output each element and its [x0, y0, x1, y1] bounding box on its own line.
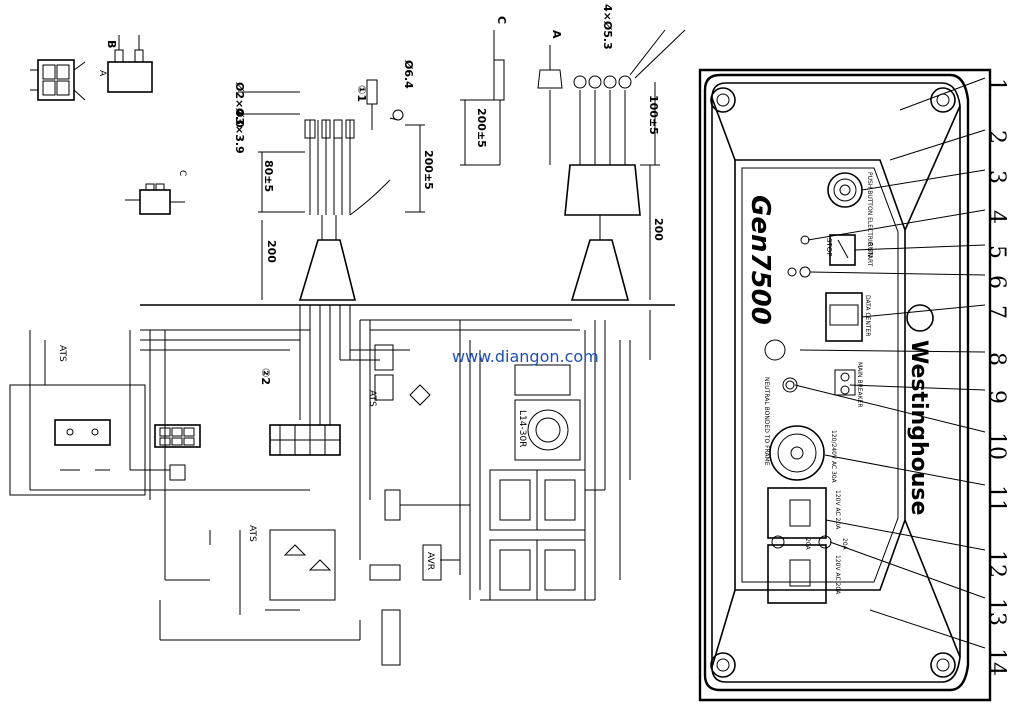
label-ats-2: ATS — [57, 345, 67, 362]
dim-200b: 200±5 — [422, 150, 435, 190]
callout-11: 11 — [984, 485, 1009, 513]
connector-b-detail — [30, 59, 86, 101]
callout-1: 1 — [984, 78, 1009, 92]
label-c-conn: C — [177, 170, 187, 176]
connector-a-detail — [107, 35, 153, 93]
panel-outlet-30a: 120/240V AC 30A — [830, 430, 837, 484]
callout-9: 9 — [984, 390, 1009, 404]
callout-leaders — [794, 77, 986, 649]
watermark: www.diangon.com — [452, 347, 599, 366]
panel-main-breaker: MAIN BREAKER — [856, 362, 863, 408]
label-l14: L14-30R — [517, 410, 527, 447]
dim-phi2: Ø2×4.0 — [233, 82, 246, 128]
panel-run: RUN — [866, 242, 874, 257]
panel-neutral: NEUTRAL BONDED TO FRAME — [763, 377, 770, 466]
label-ats-1: ATS — [367, 390, 377, 407]
label-circle-2: ②2 — [259, 368, 272, 385]
callout-14: 14 — [984, 648, 1009, 676]
label-circle-1: ①1 — [355, 85, 368, 102]
harness-2 — [460, 29, 686, 301]
label-avr: AVR — [425, 552, 435, 570]
label-ats-3: ATS — [247, 525, 257, 542]
connector-c-detail — [125, 183, 185, 215]
label-c-top: C — [495, 16, 508, 24]
panel-data-center: DATA CENTER — [864, 295, 871, 336]
panel-model: Gen7500 — [745, 195, 775, 325]
callout-5: 5 — [984, 245, 1009, 259]
dim-200d: 200 — [652, 218, 665, 241]
panel-push-start: PUSH BUTTON ELECTRIC START — [866, 172, 873, 267]
panel-outlet-20a-2: 120V AC 20A — [834, 555, 841, 595]
control-panel — [698, 68, 992, 702]
callout-3: 3 — [984, 170, 1009, 184]
callout-8: 8 — [984, 352, 1009, 366]
panel-outlet-20a-1: 120V AC 20A — [834, 490, 841, 530]
dim-200c: 200 — [265, 240, 278, 263]
callout-12: 12 — [984, 550, 1009, 578]
callout-13: 13 — [984, 598, 1009, 626]
callout-10: 10 — [984, 432, 1009, 460]
dim-80: 80±5 — [262, 160, 275, 192]
panel-brand: Westinghouse — [906, 340, 931, 515]
panel-b20a-2: 20A — [841, 538, 848, 551]
panel-b20a-1: 20A — [804, 538, 811, 551]
label-a-conn: A — [97, 70, 107, 77]
harness-1 — [238, 79, 425, 301]
callout-6: 6 — [984, 275, 1009, 289]
dim-100: 100±5 — [647, 95, 660, 135]
label-a-top: A — [550, 30, 563, 39]
dim-200a: 200±5 — [475, 108, 488, 148]
callout-2: 2 — [984, 130, 1009, 144]
label-b-conn: B — [105, 40, 118, 48]
dim-4x53: 4×Ø5.3 — [601, 4, 614, 50]
lower-wiring — [9, 305, 651, 666]
dim-phi64: Ø6.4 — [402, 60, 415, 89]
callout-7: 7 — [984, 305, 1009, 319]
callout-4: 4 — [984, 210, 1009, 224]
panel-stop: STOP — [825, 238, 833, 256]
dim-phi3: Ø3×3.9 — [233, 108, 246, 154]
